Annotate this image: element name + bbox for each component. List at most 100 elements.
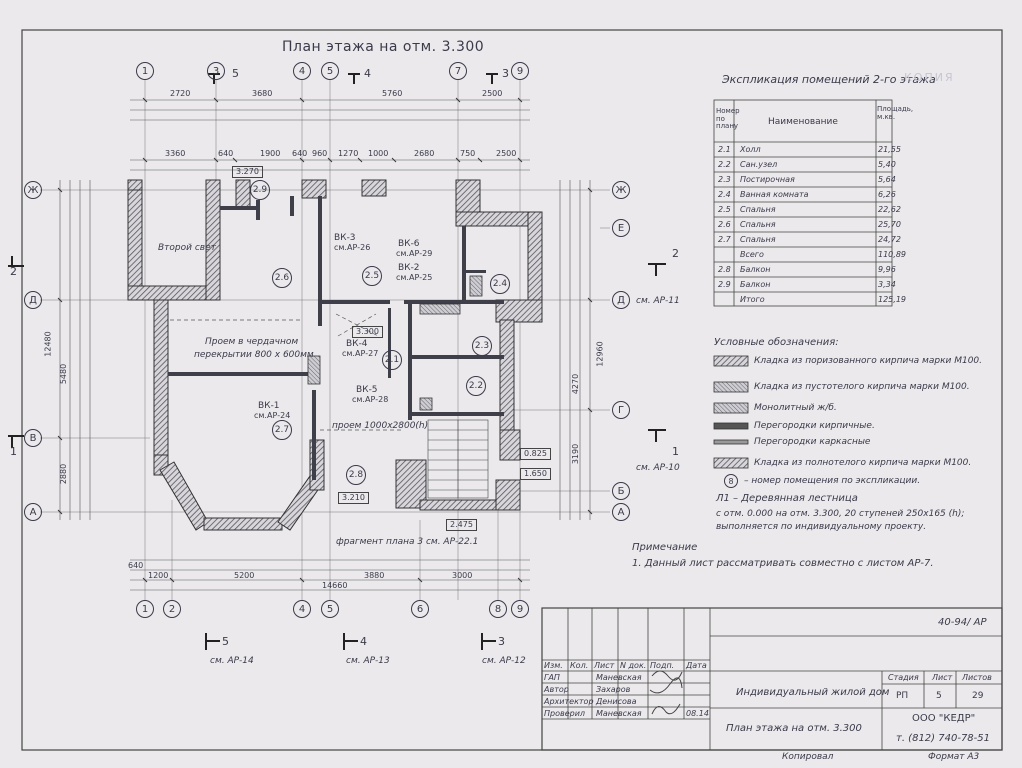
dim-left-2: 5480: [59, 363, 69, 385]
dim-right-2: 4270: [571, 373, 581, 395]
axis-bottom-9: 9: [511, 600, 529, 618]
label-vk6-ref: см.АР-29: [396, 249, 433, 258]
explication-row-num: 2.3: [718, 175, 731, 184]
stamp-name-2: Захаров: [596, 685, 631, 694]
explication-row-name: Постирочная: [740, 175, 795, 184]
dim-top2-9: 750: [460, 149, 476, 158]
dim-right-3: 3190: [571, 443, 581, 465]
room-2-1: 2.1: [382, 350, 402, 370]
level-1: 3.270: [232, 166, 263, 178]
room-2-7: 2.7: [272, 420, 292, 440]
axis-right-zh: Ж: [612, 181, 630, 199]
stamp-sheets-h: Листов: [962, 673, 992, 682]
cut-3-ref: см. АР-12: [482, 656, 526, 666]
explication-row-name: Спальня: [740, 220, 776, 229]
legend-title: Условные обозначения:: [714, 337, 839, 348]
stamp-role-3: Архитектор: [544, 697, 594, 706]
stamp-role-1: ГАП: [544, 673, 560, 682]
stamp-name-1: Маневская: [596, 673, 642, 682]
stamp-sheets: 29: [972, 691, 984, 701]
axis-right-d: Д: [612, 291, 630, 309]
room-2-2: 2.2: [466, 376, 486, 396]
axis-bottom-5: 5: [321, 600, 339, 618]
legend-stair: Л1 – Деревянная лестница: [716, 493, 858, 504]
cut-2-num: 2: [672, 247, 679, 260]
explication-row-name: Балкон: [740, 280, 771, 289]
stamp-sheet-name: План этажа на отм. 3.300: [726, 723, 862, 734]
cut-5-num: 5: [222, 635, 229, 648]
explication-row-num: 2.7: [718, 235, 731, 244]
label-vk5-ref: см.АР-28: [352, 395, 389, 404]
label-vk6: ВК-6: [398, 239, 420, 249]
room-2-6: 2.6: [272, 268, 292, 288]
stamp-copied: Копировал: [782, 752, 834, 762]
axis-bottom-6: 6: [411, 600, 429, 618]
stamp-role-2: Автор: [544, 685, 569, 694]
axis-top-9: 9: [511, 62, 529, 80]
axis-top-3: 3: [207, 62, 225, 80]
axis-top-1: 1: [136, 62, 154, 80]
explication-title: Экспликация помещений 2-го этажа: [722, 73, 936, 86]
legend-item-1: Кладка из поризованного кирпича марки М1…: [754, 356, 983, 366]
axis-top-5: 5: [321, 62, 339, 80]
dim-top2-10: 2500: [496, 149, 517, 158]
label-vk1-ref: см.АР-24: [254, 411, 291, 420]
axis-left-zh: Ж: [24, 181, 42, 199]
dim-bot-2: 1200: [148, 571, 169, 580]
label-opening: проем 1000х2800(h): [332, 421, 429, 431]
axis-right-g: Г: [612, 401, 630, 419]
stamp-h-list: Лист: [594, 661, 615, 670]
cut-1-num: 1: [672, 445, 679, 458]
dim-bot-total: 14660: [322, 581, 348, 590]
dim-left-3: 2880: [59, 463, 69, 485]
cut-1-ref: см. АР-10: [636, 463, 680, 473]
axis-right-b: Б: [612, 482, 630, 500]
axis-bottom-1: 1: [136, 600, 154, 618]
explication-row-name: Сан.узел: [740, 160, 778, 169]
stamp-sheet-h: Лист: [932, 673, 953, 682]
cut-4-top: 4: [364, 67, 371, 80]
cut-4-ref: см. АР-13: [346, 656, 390, 666]
stamp-h-kol: Кол.: [570, 661, 589, 670]
dim-right-1: 12960: [595, 341, 605, 367]
note-title: Примечание: [632, 542, 698, 553]
legend-item-5: Перегородки каркасные: [754, 437, 871, 447]
legend-stair-line-1: с отм. 0.000 на отм. 3.300, 20 ступеней …: [716, 509, 965, 519]
explication-row-area: 5,64: [878, 175, 896, 184]
dim-top2-2: 640: [218, 149, 234, 158]
dim-top2-7: 1000: [368, 149, 389, 158]
explication-row-area: 22,62: [878, 205, 901, 214]
explication-row-name: Итого: [740, 295, 765, 304]
explication-row-num: 2.2: [718, 160, 731, 169]
explication-row-num: 2.8: [718, 265, 731, 274]
legend-room-mark: 8: [724, 474, 738, 488]
explication-row-num: 2.1: [718, 145, 731, 154]
label-vk3-ref: см.АР-26: [334, 243, 371, 252]
axis-right-a: А: [612, 503, 630, 521]
label-vk4-ref: см.АР-27: [342, 349, 379, 358]
dim-top-1: 2720: [170, 89, 191, 98]
axis-bottom-2: 2: [163, 600, 181, 618]
cut-2-ref: см. АР-11: [636, 296, 680, 306]
explication-row-name: Всего: [740, 250, 764, 259]
legend-item-3: Монолитный ж/б.: [754, 403, 837, 413]
cut-4-num: 4: [360, 635, 367, 648]
stamp-object: Индивидуальный жилой дом: [736, 687, 890, 698]
explication-col-area: Площадь, м.кв.: [877, 105, 914, 121]
cut-3-num: 3: [498, 635, 505, 648]
room-2-3: 2.3: [472, 336, 492, 356]
legend-item-4: Перегородки кирпичные.: [754, 421, 875, 431]
explication-col-name: Наименование: [768, 117, 838, 127]
axis-bottom-8: 8: [489, 600, 507, 618]
explication-row-area: 3,34: [878, 280, 896, 289]
stamp-format: Формат А3: [928, 752, 980, 762]
copy-stamp: КОПИЯ: [904, 71, 955, 84]
label-vk3: ВК-3: [334, 233, 356, 243]
label-vk2: ВК-2: [398, 263, 420, 273]
stamp-role-4: Проверил: [544, 709, 586, 718]
stamp-name-4: Маневская: [596, 709, 642, 718]
dim-bot-3: 5200: [234, 571, 255, 580]
cut-5-top: 5: [232, 67, 239, 80]
level-3: 3.210: [338, 492, 369, 504]
